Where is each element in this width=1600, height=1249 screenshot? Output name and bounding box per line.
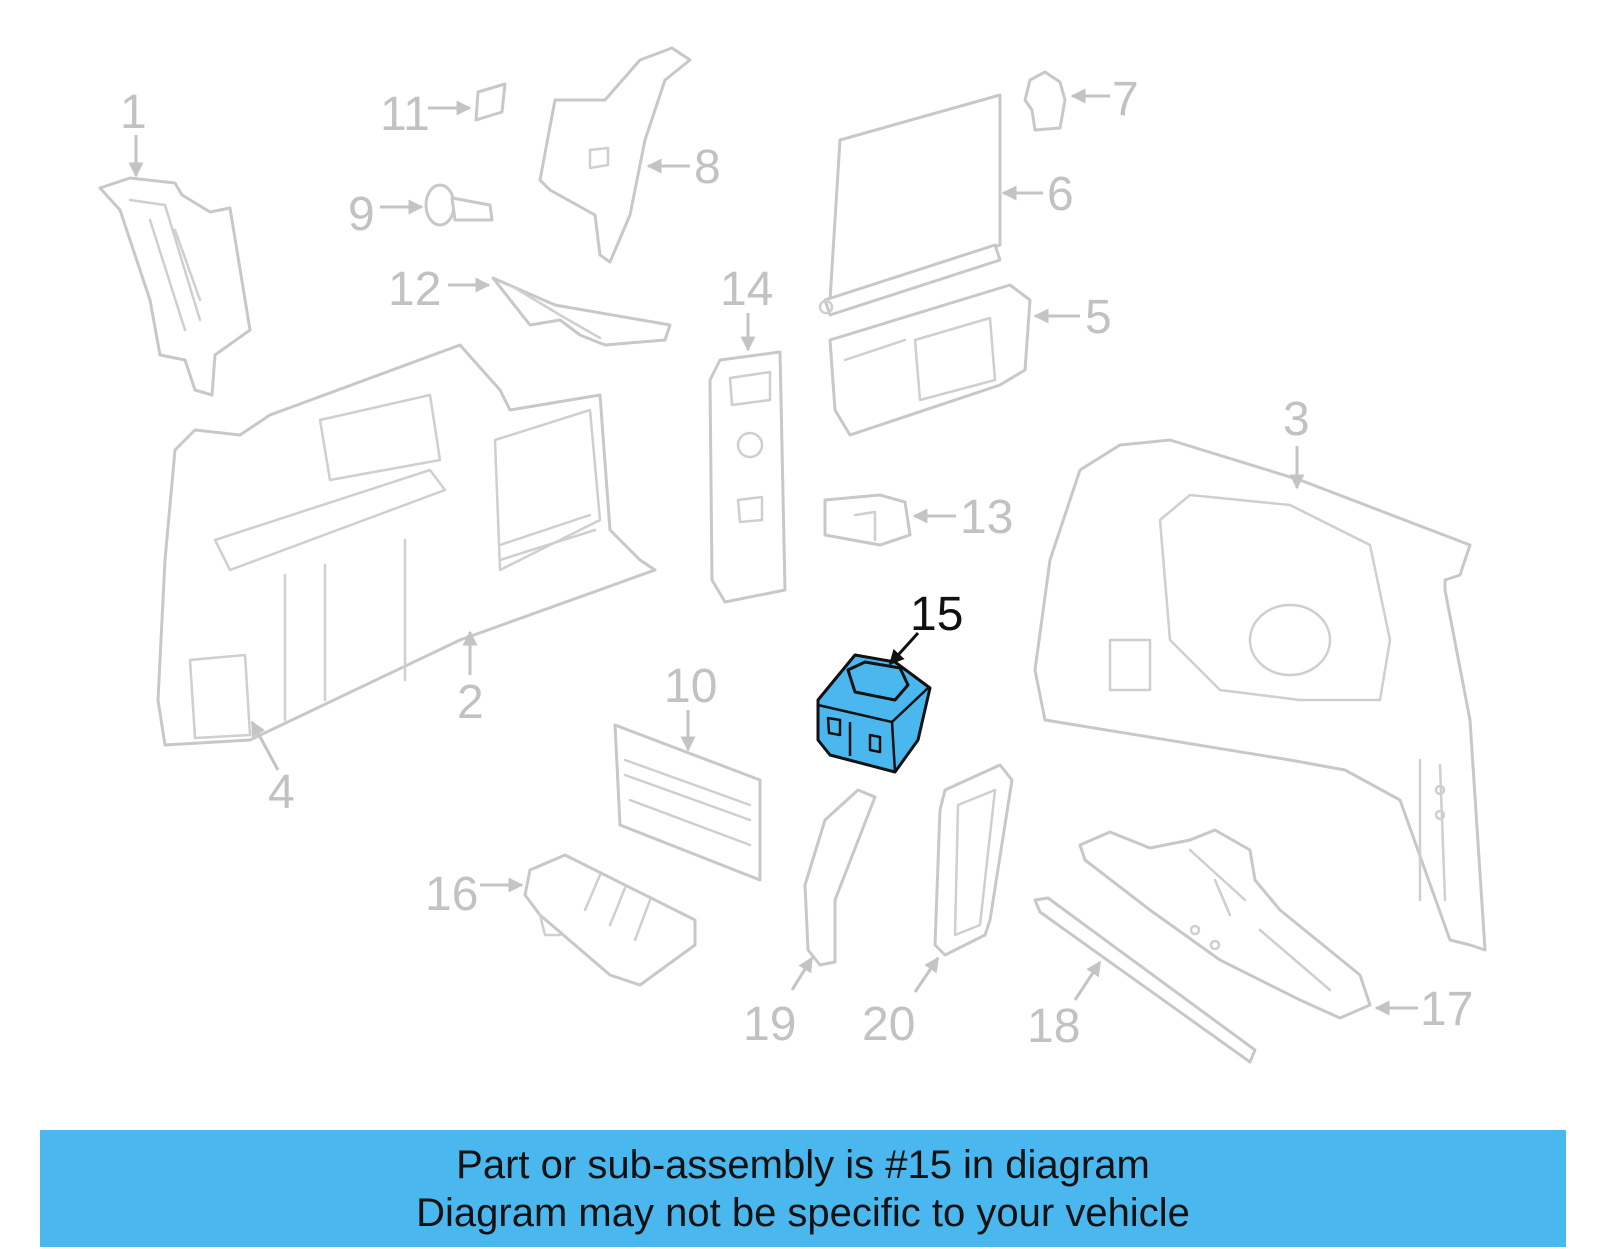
callout-8: 8: [646, 141, 721, 194]
callout-12: 12: [388, 263, 491, 316]
footer-banner: Part or sub-assembly is #15 in diagram D…: [40, 1130, 1566, 1247]
part-12-narrow-trim[interactable]: [491, 276, 672, 347]
callout-17: 17: [1374, 983, 1473, 1036]
callout-14: 14: [720, 263, 773, 352]
part-1-pillar-trim[interactable]: [98, 176, 252, 397]
callout-15: 15: [888, 588, 963, 666]
callout-10: 10: [664, 660, 717, 752]
callout-4: 4: [250, 720, 295, 819]
svg-text:11: 11: [380, 88, 430, 141]
callout-18: 18: [1027, 960, 1102, 1053]
part-6-cargo-screen[interactable]: [818, 93, 1002, 317]
part-9-push-pin[interactable]: [424, 183, 494, 227]
footer-line-part-number: Part or sub-assembly is #15 in diagram: [456, 1142, 1150, 1187]
callout-20: 20: [862, 956, 940, 1051]
svg-text:15: 15: [910, 588, 963, 641]
callout-1: 1: [120, 86, 147, 178]
svg-text:20: 20: [862, 998, 915, 1051]
svg-text:7: 7: [1112, 73, 1139, 126]
part-8-upper-trim[interactable]: [538, 46, 692, 264]
svg-text:5: 5: [1085, 291, 1112, 344]
svg-text:1: 1: [120, 86, 147, 139]
svg-text:12: 12: [388, 263, 441, 316]
svg-text:19: 19: [743, 998, 796, 1051]
part-17-jack[interactable]: [1078, 828, 1372, 1020]
part-18-jack-handle[interactable]: [1033, 896, 1257, 1064]
callout-13: 13: [912, 491, 1013, 544]
svg-text:16: 16: [425, 868, 478, 921]
svg-text:4: 4: [268, 766, 295, 819]
callout-5: 5: [1033, 291, 1112, 344]
footer-line-disclaimer: Diagram may not be specific to your vehi…: [416, 1190, 1190, 1235]
part-15-highlighted[interactable]: [816, 653, 932, 774]
svg-text:13: 13: [960, 491, 1013, 544]
callout-11: 11: [380, 88, 472, 141]
callout-6: 6: [1001, 168, 1074, 221]
svg-text:9: 9: [348, 188, 375, 241]
callout-19: 19: [743, 956, 814, 1051]
svg-text:18: 18: [1027, 1000, 1080, 1053]
part-10-panel[interactable]: [613, 723, 762, 882]
svg-text:8: 8: [694, 141, 721, 194]
part-2-quarter-trim-panel[interactable]: [156, 343, 657, 747]
part-5-trim-piece[interactable]: [828, 283, 1032, 437]
svg-text:14: 14: [720, 263, 773, 316]
svg-text:3: 3: [1283, 393, 1310, 446]
part-13-small-bracket[interactable]: [823, 493, 912, 547]
callout-9: 9: [348, 188, 424, 241]
part-11-clip[interactable]: [474, 82, 507, 122]
part-14-switch-bezel[interactable]: [708, 350, 787, 604]
svg-text:10: 10: [664, 660, 717, 713]
part-20-pillar-trim-lower[interactable]: [933, 763, 1014, 957]
callout-16: 16: [425, 868, 524, 921]
part-19-strip-trim[interactable]: [803, 788, 877, 967]
callout-3: 3: [1283, 393, 1310, 490]
svg-text:6: 6: [1047, 168, 1074, 221]
part-7-bracket[interactable]: [1023, 70, 1067, 132]
svg-text:17: 17: [1420, 983, 1473, 1036]
part-16-tray[interactable]: [523, 853, 697, 987]
callout-2: 2: [457, 630, 484, 729]
callout-7: 7: [1070, 73, 1139, 126]
svg-text:2: 2: [457, 676, 484, 729]
